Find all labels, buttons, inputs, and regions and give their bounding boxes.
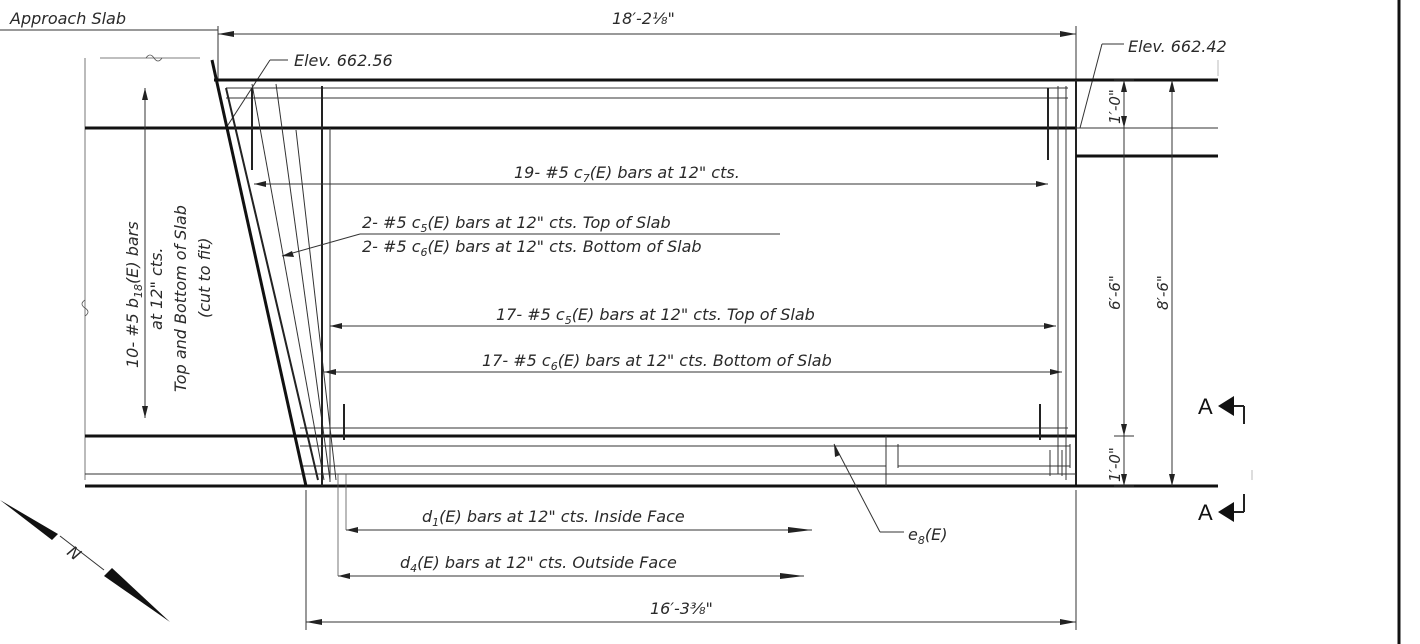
north-arrow-tail-icon bbox=[0, 500, 58, 540]
elev-right-callout: Elev. 662.42 bbox=[1079, 37, 1227, 129]
dim-6ft: 6′-6" bbox=[1106, 275, 1124, 310]
c6-bot-text: 2- #5 c6(E) bars at 12" cts. Bottom of S… bbox=[362, 237, 702, 259]
c5-top-text: 2- #5 c5(E) bars at 12" cts. Top of Slab bbox=[362, 213, 671, 235]
c6-17-text: 17- #5 c6(E) bars at 12" cts. Bottom of … bbox=[482, 351, 832, 373]
bottom-dimension-text: 16′-3⅜" bbox=[650, 599, 713, 618]
slab-outline bbox=[85, 78, 1218, 488]
b18-text-2: at 12" cts. bbox=[147, 248, 166, 330]
section-arrow-bottom-icon bbox=[1218, 502, 1234, 522]
skewed-abutment bbox=[210, 59, 337, 487]
e8-text: e8(E) bbox=[908, 525, 947, 547]
north-arrow: N bbox=[0, 500, 170, 622]
c5-17-text: 17- #5 c5(E) bars at 12" cts. Top of Sla… bbox=[496, 305, 815, 327]
b18-text-3: Top and Bottom of Slab bbox=[171, 205, 190, 392]
top-dimension-text: 18′-2⅛" bbox=[612, 9, 675, 28]
section-marker-bottom: A bbox=[1198, 494, 1245, 525]
d4-text: d4(E) bars at 12" cts. Outside Face bbox=[400, 553, 677, 575]
north-letter: N bbox=[64, 542, 85, 564]
d1-callout: d1(E) bars at 12" cts. Inside Face bbox=[345, 474, 812, 533]
d1-text: d1(E) bars at 12" cts. Inside Face bbox=[422, 507, 685, 529]
elev-left-text: Elev. 662.56 bbox=[294, 51, 393, 70]
dim-1ft-bot: 1′-0" bbox=[1106, 447, 1124, 482]
dim-1ft-top: 1′-0" bbox=[1106, 89, 1124, 124]
d4-callout: d4(E) bars at 12" cts. Outside Face bbox=[337, 474, 804, 579]
c5-17-callout: 17- #5 c5(E) bars at 12" cts. Top of Sla… bbox=[330, 305, 1056, 329]
e8-callout: e8(E) bbox=[833, 443, 947, 547]
right-dimensions: 1′-0" 6′-6" 1′-0" 8′-6" bbox=[1106, 79, 1175, 487]
interior-bars bbox=[251, 86, 1071, 486]
c5-c6-edge-callout: 2- #5 c5(E) bars at 12" cts. Top of Slab… bbox=[281, 213, 780, 259]
bottom-dimension: 16′-3⅜" bbox=[305, 490, 1077, 630]
approach-slab-label: Approach Slab bbox=[9, 9, 126, 28]
c6-17-callout: 17- #5 c6(E) bars at 12" cts. Bottom of … bbox=[324, 351, 1062, 375]
section-bottom-letter: A bbox=[1198, 500, 1213, 525]
section-marker-top: A bbox=[1198, 394, 1245, 424]
b18-callout: 10- #5 b18(E) bars at 12" cts. Top and B… bbox=[123, 88, 214, 418]
dim-8ft: 8′-6" bbox=[1154, 275, 1172, 310]
b18-text-1: 10- #5 b18(E) bars bbox=[123, 221, 145, 368]
elev-right-text: Elev. 662.42 bbox=[1128, 37, 1227, 56]
c7-text: 19- #5 c7(E) bars at 12" cts. bbox=[514, 163, 740, 185]
section-arrow-top-icon bbox=[1218, 396, 1234, 416]
b18-text-4: (cut to fit) bbox=[195, 237, 214, 318]
north-arrow-head-icon bbox=[104, 568, 170, 622]
section-top-letter: A bbox=[1198, 394, 1213, 419]
c7-callout: 19- #5 c7(E) bars at 12" cts. bbox=[254, 163, 1048, 187]
top-dimension: 18′-2⅛" bbox=[217, 9, 1077, 80]
